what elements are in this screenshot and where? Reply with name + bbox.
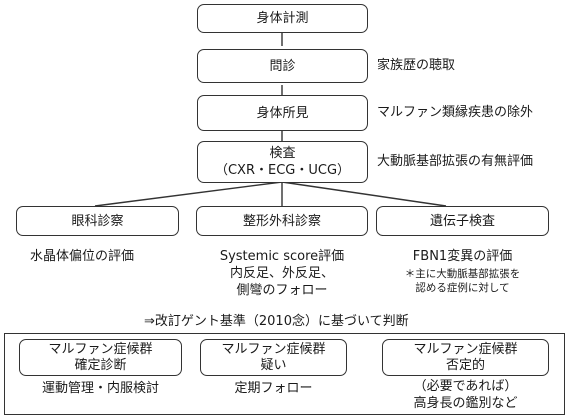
negative-box: マルファン症候群 否定的 — [382, 339, 549, 376]
exam-note: 大動脈基部拡張の有無評価 — [377, 154, 534, 169]
exam-label-line1: 検査 — [269, 146, 296, 161]
exam-box: 検査 （CXR・ECG・UCG） — [197, 141, 368, 183]
suspected-line2: 疑い — [260, 357, 287, 373]
suspected-action: 定期フォロー — [234, 381, 313, 396]
judgement-text: ⇒改訂ゲント基準（2010念）に基づいて判断 — [144, 314, 409, 329]
genetic-test-notes: FBN1変異の評価 ＊主に大動脈基部拡張を 認める症例に対して — [376, 248, 549, 295]
suspected-box: マルファン症候群 疑い — [200, 339, 347, 376]
interview-label: 問診 — [269, 58, 296, 74]
interview-box: 問診 — [197, 49, 368, 83]
confirmed-line1: マルファン症候群 — [48, 341, 153, 357]
eye-exam-note: 水晶体偏位の評価 — [30, 249, 135, 264]
exam-label-line2: （CXR・ECG・UCG） — [214, 163, 351, 178]
confirmed-action: 運動管理・内服検討 — [41, 381, 159, 396]
suspected-line1: マルファン症候群 — [221, 341, 326, 357]
ortho-note-line: Systemic score評価 — [219, 249, 345, 264]
ortho-exam-box: 整形外科診察 — [196, 206, 368, 236]
genetic-footnote-line: ＊主に大動脈基部拡張を — [404, 268, 521, 280]
negative-action-line: 高身長の鑑別など — [413, 396, 518, 411]
genetic-test-note: FBN1変異の評価 — [412, 249, 513, 264]
genetic-footnote-line: 認める症例に対して — [415, 282, 510, 294]
genetic-test-box: 遺伝子検査 — [376, 206, 549, 236]
interview-note: 家族歴の聴取 — [377, 58, 456, 73]
negative-line1: マルファン症候群 — [413, 341, 518, 357]
physical-box: 身体所見 — [197, 95, 368, 131]
ortho-exam-notes: Systemic score評価 内反足、外反足、 側彎のフォロー — [196, 248, 368, 299]
negative-actions: （必要であれば） 高身長の鑑別など — [382, 378, 549, 412]
ortho-note-line: 内反足、外反足、 — [229, 266, 334, 281]
negative-line2: 否定的 — [445, 357, 485, 373]
physical-note: マルファン類縁疾患の除外 — [377, 105, 534, 120]
ortho-note-line: 側彎のフォロー — [236, 283, 328, 298]
physical-label: 身体所見 — [256, 105, 309, 121]
confirmed-box: マルファン症候群 確定診断 — [19, 339, 182, 376]
confirmed-line2: 確定診断 — [74, 357, 127, 373]
genetic-test-label: 遺伝子検査 — [429, 213, 495, 229]
outcomes-frame — [4, 333, 565, 415]
eye-exam-label: 眼科診察 — [71, 213, 124, 229]
negative-action-line: （必要であれば） — [413, 379, 518, 394]
connector-exam-genetic — [281, 181, 447, 207]
eye-exam-box: 眼科診察 — [16, 206, 179, 236]
measurement-box: 身体計測 — [197, 4, 368, 33]
connector-exam-eye — [94, 181, 283, 207]
measurement-label: 身体計測 — [256, 11, 309, 26]
ortho-exam-label: 整形外科診察 — [242, 213, 321, 229]
